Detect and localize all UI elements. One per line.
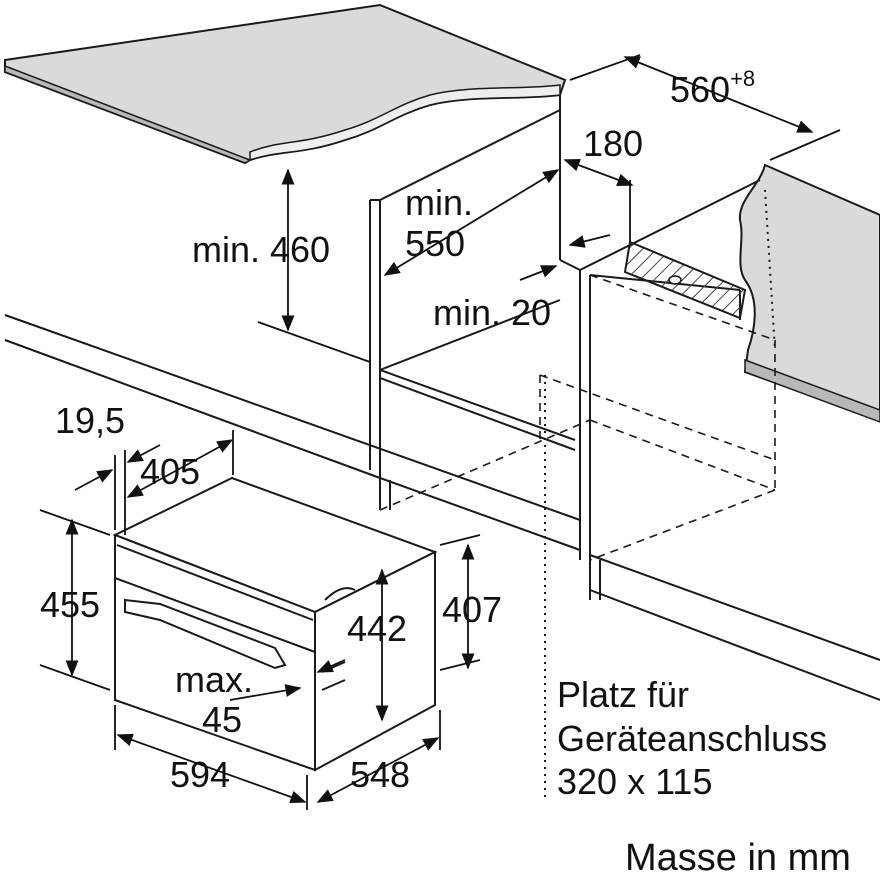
label-side-offset: 19,5 xyxy=(55,400,125,441)
connection-box xyxy=(623,240,747,320)
label-min-gap: min. 20 xyxy=(433,292,551,333)
connection-note-line3: 320 x 115 xyxy=(557,761,712,802)
connection-space xyxy=(544,189,776,800)
label-min-depth-value: 550 xyxy=(405,223,465,264)
oven xyxy=(112,476,438,772)
connection-note-line1: Platz für xyxy=(557,674,689,715)
countertop-left xyxy=(4,3,567,165)
label-rear-gap: 180 xyxy=(583,123,643,164)
dimension-labels: 560+8 180 min. 460 min. 550 min. 20 19,5… xyxy=(40,66,755,795)
niche-dashed xyxy=(379,274,776,561)
connection-note: Platz für Geräteanschluss 320 x 115 xyxy=(557,674,827,802)
countertop-right xyxy=(738,163,880,423)
label-depth-top: 405 xyxy=(140,451,200,492)
dimension-lines xyxy=(39,54,841,810)
label-min-height: min. 460 xyxy=(192,229,330,270)
label-height-inner: 442 xyxy=(347,608,407,649)
label-height-front: 455 xyxy=(40,584,100,625)
label-max-value: 45 xyxy=(202,699,242,740)
label-height-side: 407 xyxy=(442,589,502,630)
units-note: Masse in mm xyxy=(625,837,851,879)
label-side-depth: 548 xyxy=(350,754,410,795)
label-niche-width: 560+8 xyxy=(670,66,755,110)
label-max-prefix: max. xyxy=(175,659,253,700)
label-min-depth-prefix: min. xyxy=(405,182,473,223)
connection-note-line2: Geräteanschluss xyxy=(557,718,827,759)
label-front-width: 594 xyxy=(170,754,230,795)
